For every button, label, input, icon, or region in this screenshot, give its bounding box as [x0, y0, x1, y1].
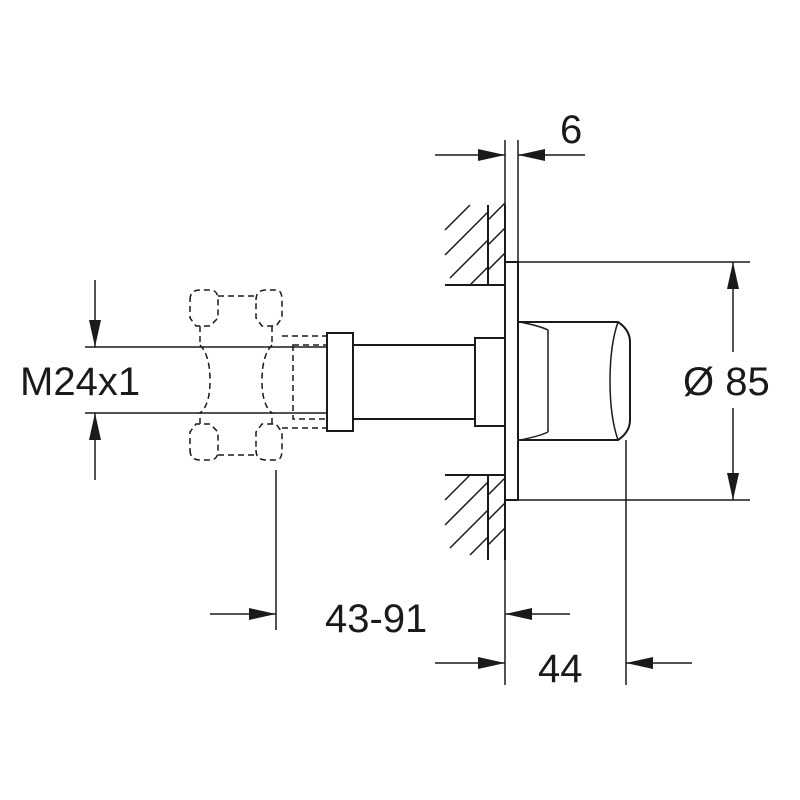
cover-plate [504, 261, 519, 501]
wall-section-upper [444, 202, 506, 286]
hidden-fitting [189, 289, 328, 461]
handle [518, 321, 631, 441]
projection-dimension [435, 440, 692, 685]
projection-label: 44 [538, 647, 583, 691]
install-depth-dimension [210, 470, 570, 685]
thread-dimension [85, 280, 327, 480]
diameter-label: Ø 85 [683, 360, 770, 404]
diameter-dimension [518, 261, 750, 501]
install-depth-label: 43-91 [325, 597, 427, 641]
thread-label: M24x1 [20, 360, 140, 404]
plate-thickness-dimension [435, 140, 585, 262]
plate-thickness-label: 6 [560, 108, 582, 152]
wall-section-lower [444, 474, 506, 560]
valve-body [326, 332, 506, 432]
